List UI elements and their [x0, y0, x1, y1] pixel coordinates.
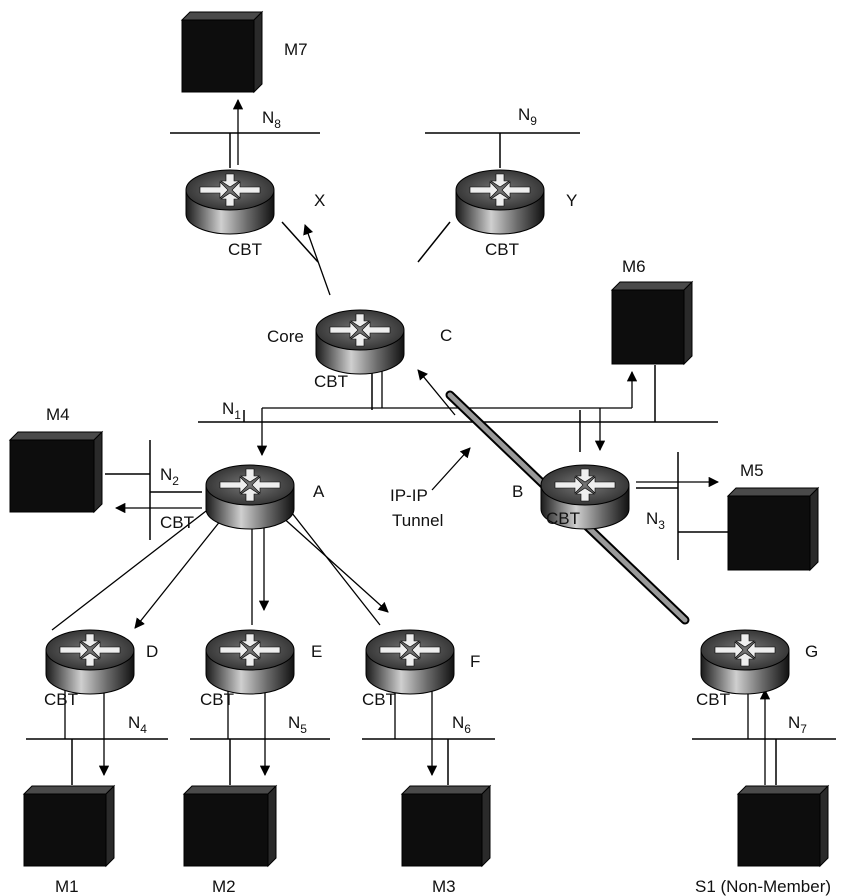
host-m7-label: M7 — [284, 40, 308, 59]
net-n2-label: N2 — [160, 465, 179, 488]
host-s1-box — [738, 786, 828, 866]
host-m6-box — [612, 282, 692, 364]
router-e-name: E — [311, 642, 322, 661]
router-b-role: CBT — [546, 509, 580, 528]
router-d-icon — [46, 630, 134, 694]
tree-links — [52, 508, 748, 739]
n9-sub-placeholder: 9 — [530, 114, 537, 128]
net-n7-label: N7 — [788, 713, 807, 736]
text-labels: X Y C A B D E F G CBT CBT CBT Core CBT C… — [44, 40, 831, 896]
host-m2-label: M2 — [212, 877, 236, 896]
router-d-role: CBT — [44, 690, 78, 709]
host-m5-label: M5 — [740, 461, 764, 480]
host-m6-label: M6 — [622, 257, 646, 276]
host-m4-label: M4 — [46, 405, 70, 424]
net-n1-label: N1 — [222, 399, 241, 422]
net-n6-label: N6 — [452, 713, 471, 736]
router-f-role: CBT — [362, 690, 396, 709]
router-e-icon — [206, 630, 294, 694]
router-a-name: A — [313, 482, 325, 501]
router-c-role: CBT — [314, 372, 348, 391]
net-n5-label: N5 — [288, 713, 307, 736]
router-a-role: CBT — [160, 513, 194, 532]
router-f-icon — [366, 630, 454, 694]
router-x-icon — [186, 170, 274, 234]
host-m7-box — [182, 12, 262, 92]
net-n9-label: N9 — [518, 105, 537, 128]
router-g-icon — [701, 630, 789, 694]
host-m1-label: M1 — [55, 877, 79, 896]
router-c-core: Core — [267, 327, 304, 346]
router-d-name: D — [146, 642, 158, 661]
host-s1-label: S1 (Non-Member) — [695, 877, 831, 896]
host-m3-box — [402, 786, 490, 866]
router-c-icon — [316, 310, 404, 374]
n9-main: N — [518, 105, 530, 124]
host-m5-box — [728, 488, 818, 570]
router-y-icon — [456, 170, 544, 234]
router-e-role: CBT — [200, 690, 234, 709]
tunnel-label-line2: Tunnel — [392, 511, 443, 530]
router-y-role: CBT — [485, 240, 519, 259]
host-m1-box — [24, 786, 114, 866]
host-m3-label: M3 — [432, 877, 456, 896]
router-y-name: Y — [566, 191, 577, 210]
router-x-name: X — [314, 191, 325, 210]
host-m2-box — [184, 786, 276, 866]
router-g-name: G — [805, 642, 818, 661]
router-a-icon — [206, 465, 294, 529]
net-n8-label: N8 — [262, 108, 281, 131]
host-m4-box — [10, 432, 102, 512]
router-c-name: C — [440, 326, 452, 345]
router-x-role: CBT — [228, 240, 262, 259]
host-boxes — [10, 12, 828, 866]
net-n3-label: N3 — [646, 509, 665, 532]
net-n4-label: N4 — [128, 713, 147, 736]
router-g-role: CBT — [696, 690, 730, 709]
router-b-name: B — [512, 482, 523, 501]
tunnel-label-line1: IP-IP — [390, 486, 428, 505]
router-f-name: F — [470, 652, 480, 671]
